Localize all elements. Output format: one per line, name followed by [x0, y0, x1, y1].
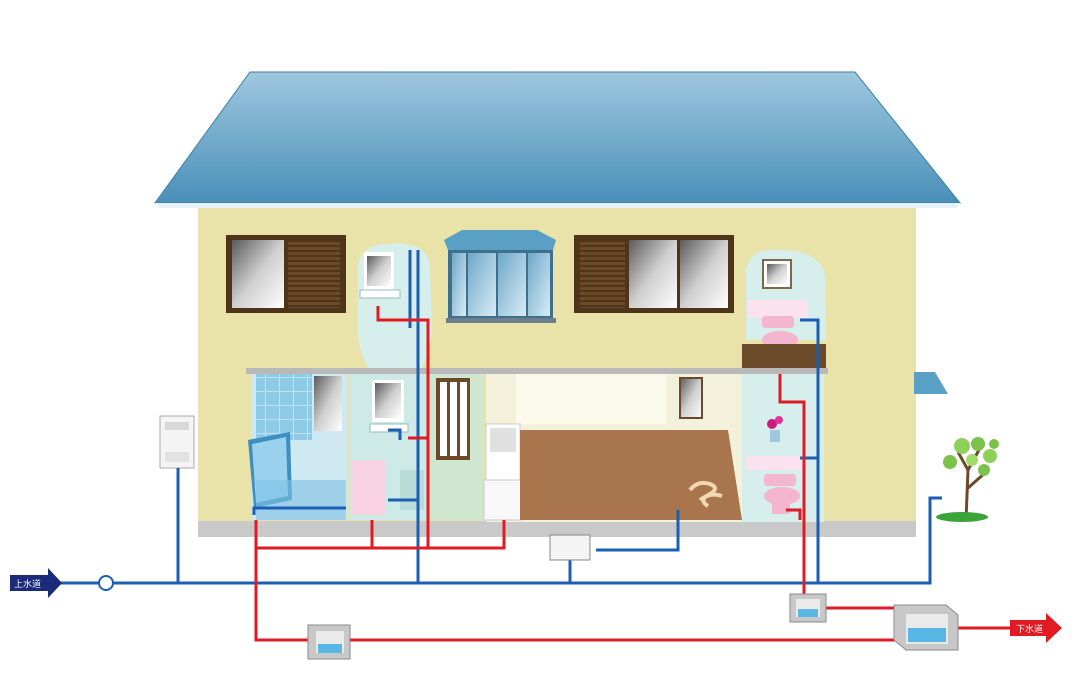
drain-pipes [254, 306, 1030, 642]
corridor [430, 374, 484, 520]
plant-vase-icon [767, 416, 783, 442]
window-left [226, 235, 346, 313]
side-eave [914, 372, 948, 394]
floor-divider [246, 368, 828, 374]
drain-basin-icon [307, 624, 351, 660]
meter-icon [549, 534, 591, 561]
roof [154, 71, 962, 208]
kitchen-sink-icon [483, 423, 523, 521]
valve-icon [98, 575, 114, 591]
drain-basin-icon [893, 604, 959, 651]
water-supply-label: 上水道 [14, 578, 41, 590]
water-supply-arrow: 上水道 [10, 568, 62, 598]
bathroom [248, 374, 347, 520]
upper-toilet-room [742, 249, 826, 368]
toilet-icon [764, 474, 800, 514]
sewer-label: 下水道 [1016, 623, 1043, 635]
living-room [483, 374, 742, 522]
bay-window [444, 230, 556, 323]
sink-icon [369, 423, 409, 433]
window-right [574, 235, 734, 313]
floor-heating [688, 480, 723, 508]
lower-toilet-room [742, 374, 824, 522]
plant-icon [936, 437, 999, 522]
supply-pipes [60, 250, 942, 585]
drain-basin-icon [789, 593, 827, 623]
foundation [198, 521, 916, 537]
water-heater-icon [159, 415, 195, 469]
sewer-arrow: 下水道 [1010, 613, 1062, 643]
wood-floor [520, 430, 742, 520]
upper-washroom [357, 243, 432, 368]
